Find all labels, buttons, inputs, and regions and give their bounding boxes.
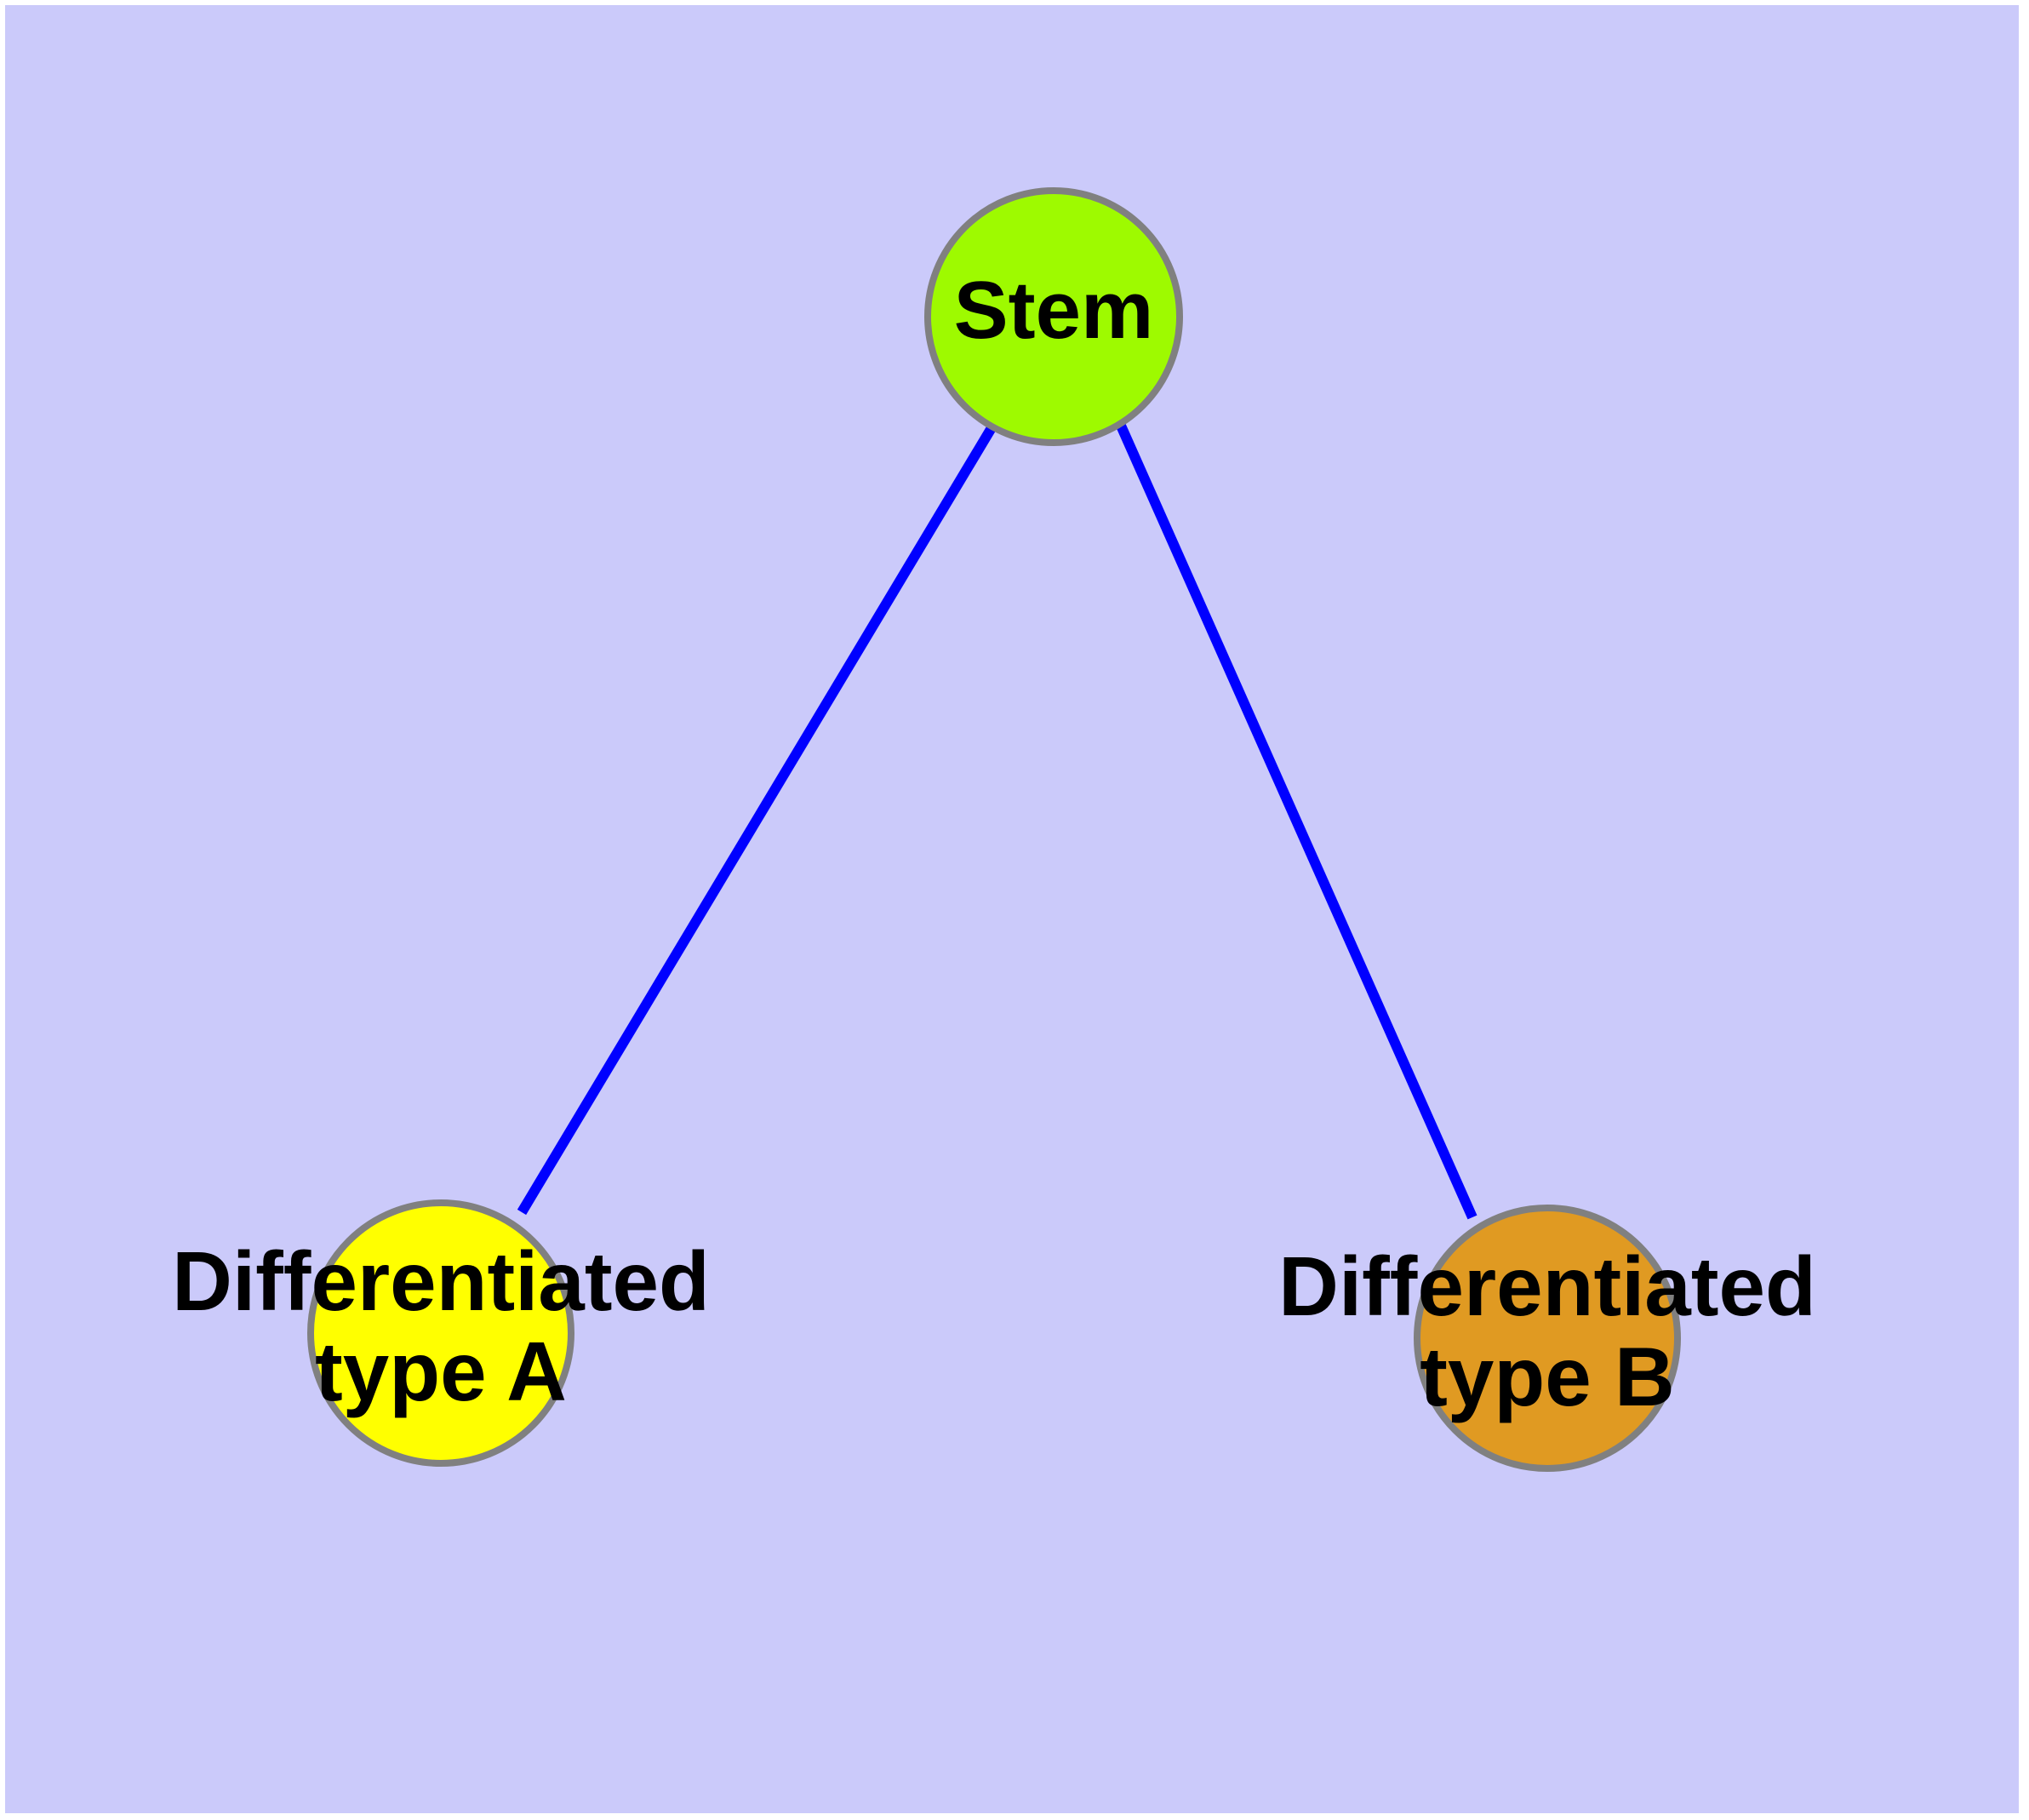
node-diff-a[interactable] xyxy=(307,1199,574,1467)
node-label-line: Stem xyxy=(954,265,1154,356)
edge-stem-to-diff-a xyxy=(517,423,997,1216)
edges-layer xyxy=(517,423,1477,1220)
node-stem[interactable] xyxy=(924,187,1183,446)
node-diff-b[interactable] xyxy=(1414,1205,1681,1472)
node-label-line: type A xyxy=(315,1325,567,1418)
node-label-line: Differentiated xyxy=(172,1234,710,1328)
node-label-line: type B xyxy=(1420,1330,1675,1423)
nodes-layer xyxy=(307,187,1681,1472)
node-label-line: Differentiated xyxy=(1278,1239,1816,1333)
edge-stem-to-diff-b xyxy=(1116,423,1477,1220)
node-label-stem: Stem xyxy=(954,265,1154,356)
